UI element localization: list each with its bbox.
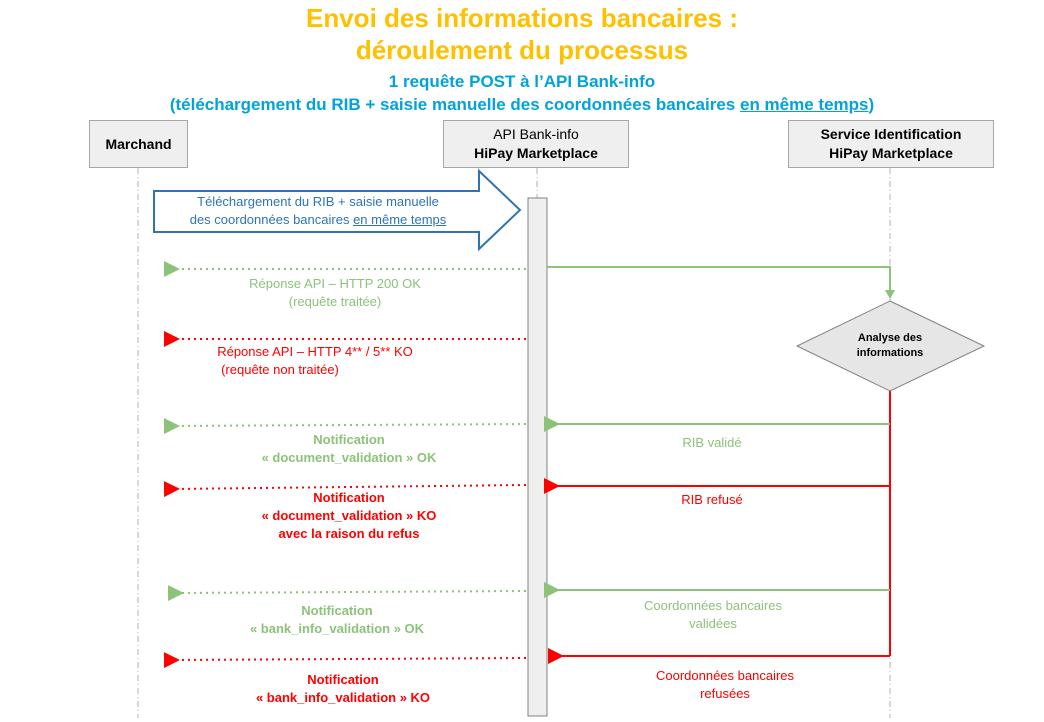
subtitle-end: )	[868, 95, 875, 114]
bank-ko-label-2: refusées	[700, 686, 750, 701]
notif-doc-ok-arrow	[163, 418, 527, 435]
subtitle-underlined: en même temps	[740, 95, 869, 114]
notif-bank-ok-label-1: Notification	[301, 603, 373, 618]
title-line-1: Envoi des informations bancaires :	[306, 3, 738, 33]
request-label: Téléchargement du RIB + saisie manuelle …	[160, 193, 476, 229]
response-ok-label-1: Réponse API – HTTP 200 OK	[249, 276, 421, 291]
notif-doc-ok-label-1: Notification	[313, 432, 385, 447]
notif-bank-ko-arrow	[163, 652, 527, 669]
api-to-service-line	[547, 266, 891, 293]
actor-merchant-label: Marchand	[105, 135, 172, 152]
notif-bank-ko-label: Notification « bank_info_validation » KO	[208, 671, 478, 707]
notif-bank-ok-label-2: « bank_info_validation » OK	[249, 621, 425, 636]
notif-bank-ko-label-2: « bank_info_validation » KO	[255, 690, 431, 705]
request-label-1: Téléchargement du RIB + saisie manuelle	[197, 194, 439, 209]
bank-ok-label-2: validées	[689, 616, 737, 631]
notif-doc-ko-arrow	[163, 481, 527, 498]
notif-doc-ok-label: Notification « document_validation » OK	[214, 431, 484, 467]
notif-doc-ok-label-2: « document_validation » OK	[261, 450, 437, 465]
notif-doc-ko-label-3: avec la raison du refus	[278, 526, 420, 541]
response-ko-label-2: (requête non traitée)	[221, 362, 339, 377]
actor-api-bank-info: API Bank-info HiPay Marketplace	[443, 120, 629, 168]
actor-merchant: Marchand	[89, 120, 188, 168]
notif-bank-ok-arrow	[167, 585, 527, 602]
bank-ko-label: Coordonnées bancaires refusées	[622, 667, 828, 703]
actor-service-label-2: HiPay Marketplace	[829, 145, 953, 161]
notif-doc-ko-label-1: Notification	[313, 490, 385, 505]
notif-doc-ko-label-2: « document_validation » KO	[261, 508, 437, 523]
request-arrow	[153, 168, 522, 252]
request-label-2: des coordonnées bancaires en même temps	[160, 211, 476, 229]
api-activation-bar	[527, 197, 548, 717]
subtitle-line-1: 1 requête POST à l’API Bank-info	[388, 72, 656, 91]
decision-label-2: informations	[856, 347, 924, 359]
response-ko-label-1: Réponse API – HTTP 4** / 5** KO	[217, 344, 413, 359]
actor-service-identification: Service Identification HiPay Marketplace	[788, 120, 994, 168]
decision-label: Analyse des informations	[830, 331, 950, 361]
notif-doc-ko-label: Notification « document_validation » KO …	[214, 489, 484, 543]
title-line-2: déroulement du processus	[355, 35, 689, 65]
api-to-service-arrowhead	[885, 290, 895, 299]
decision-label-1: Analyse des	[857, 332, 923, 344]
bank-ok-label: Coordonnées bancaires validées	[610, 597, 816, 633]
notif-bank-ko-label-1: Notification	[307, 672, 379, 687]
bank-ok-label-1: Coordonnées bancaires	[643, 598, 783, 613]
response-ok-label: Réponse API – HTTP 200 OK (requête trait…	[200, 275, 470, 311]
actor-api-label-2: HiPay Marketplace	[474, 145, 598, 161]
bank-ko-label-1: Coordonnées bancaires	[655, 668, 795, 683]
request-label-2-underlined: en même temps	[353, 212, 447, 227]
subtitle-text: (téléchargement du RIB + saisie manuelle…	[169, 95, 740, 114]
response-ok-label-2: (requête traitée)	[288, 294, 382, 309]
rib-ko-label: RIB refusé	[681, 492, 743, 507]
subtitle-line-2: (téléchargement du RIB + saisie manuelle…	[0, 94, 1044, 116]
request-label-2-text: des coordonnées bancaires	[189, 212, 354, 227]
rib-ok-label: RIB validé	[682, 435, 742, 450]
actor-service-label-1: Service Identification	[820, 126, 962, 142]
actor-api-label-1: API Bank-info	[493, 126, 579, 142]
notif-bank-ok-label: Notification « bank_info_validation » OK	[202, 602, 472, 638]
response-ko-label: Réponse API – HTTP 4** / 5** KO (requête…	[180, 343, 450, 379]
